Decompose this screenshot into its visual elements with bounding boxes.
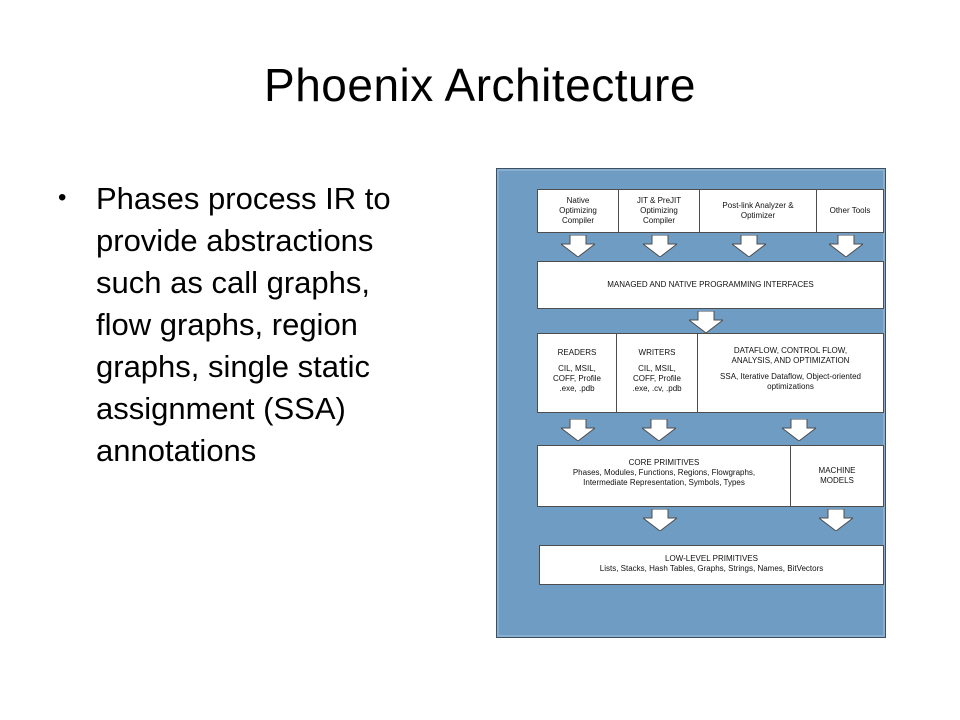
machine-models-box: MACHINE MODELS	[790, 445, 884, 507]
tool-native-compiler: Native Optimizing Compiler	[537, 189, 619, 233]
arrow-down-icon	[819, 509, 853, 531]
machine-models-label: MACHINE MODELS	[818, 466, 856, 485]
arrow-down-icon	[642, 419, 676, 441]
low-level-primitives-detail: Lists, Stacks, Hash Tables, Graphs, Stri…	[599, 564, 824, 573]
tool-postlink-analyzer-label: Post-link Analyzer & Optimizer	[722, 201, 794, 220]
core-primitives-box: CORE PRIMITIVES Phases, Modules, Functio…	[537, 445, 791, 507]
readers-title: READERS	[557, 348, 597, 357]
writers-detail: CIL, MSIL, COFF, Profile .exe, .cv, .pdb	[632, 364, 682, 393]
tool-native-compiler-label: Native Optimizing Compiler	[559, 196, 597, 225]
bullet-dot: •	[58, 184, 67, 211]
arrow-down-icon	[561, 235, 595, 257]
low-level-primitives-title: LOW-LEVEL PRIMITIVES	[665, 554, 758, 563]
programming-interfaces-box: MANAGED AND NATIVE PROGRAMMING INTERFACE…	[537, 261, 884, 309]
arrow-down-icon	[643, 235, 677, 257]
readers-box: READERS CIL, MSIL, COFF, Profile .exe, .…	[537, 333, 617, 413]
dataflow-box: DATAFLOW, CONTROL FLOW, ANALYSIS, AND OP…	[697, 333, 884, 413]
low-level-primitives-box: LOW-LEVEL PRIMITIVES Lists, Stacks, Hash…	[539, 545, 884, 585]
dataflow-title: DATAFLOW, CONTROL FLOW, ANALYSIS, AND OP…	[731, 346, 850, 365]
dataflow-detail: SSA, Iterative Dataflow, Object-oriented…	[720, 372, 861, 391]
arrow-down-icon	[782, 419, 816, 441]
tool-other: Other Tools	[816, 189, 884, 233]
slide-title: Phoenix Architecture	[264, 59, 696, 111]
readers-detail: CIL, MSIL, COFF, Profile .exe, .pdb	[552, 364, 601, 393]
programming-interfaces-label: MANAGED AND NATIVE PROGRAMMING INTERFACE…	[607, 280, 814, 289]
writers-title: WRITERS	[638, 348, 676, 357]
arrow-down-icon	[732, 235, 766, 257]
tool-postlink-analyzer: Post-link Analyzer & Optimizer	[699, 189, 817, 233]
tool-other-label: Other Tools	[829, 206, 871, 215]
bullet-list: • Phases process IR to provide abstracti…	[58, 178, 458, 472]
writers-box: WRITERS CIL, MSIL, COFF, Profile .exe, .…	[616, 333, 698, 413]
arrow-down-icon	[829, 235, 863, 257]
tool-jit-compiler-label: JIT & PreJIT Optimizing Compiler	[636, 196, 682, 225]
bullet-text: Phases process IR to provide abstraction…	[96, 181, 391, 468]
architecture-diagram: Native Optimizing Compiler JIT & PreJIT …	[496, 168, 886, 638]
core-primitives-detail: Phases, Modules, Functions, Regions, Flo…	[572, 468, 756, 487]
arrow-down-icon	[561, 419, 595, 441]
tool-jit-compiler: JIT & PreJIT Optimizing Compiler	[618, 189, 700, 233]
arrow-down-icon	[643, 509, 677, 531]
arrow-down-icon	[689, 311, 723, 333]
core-primitives-title: CORE PRIMITIVES	[628, 458, 700, 467]
